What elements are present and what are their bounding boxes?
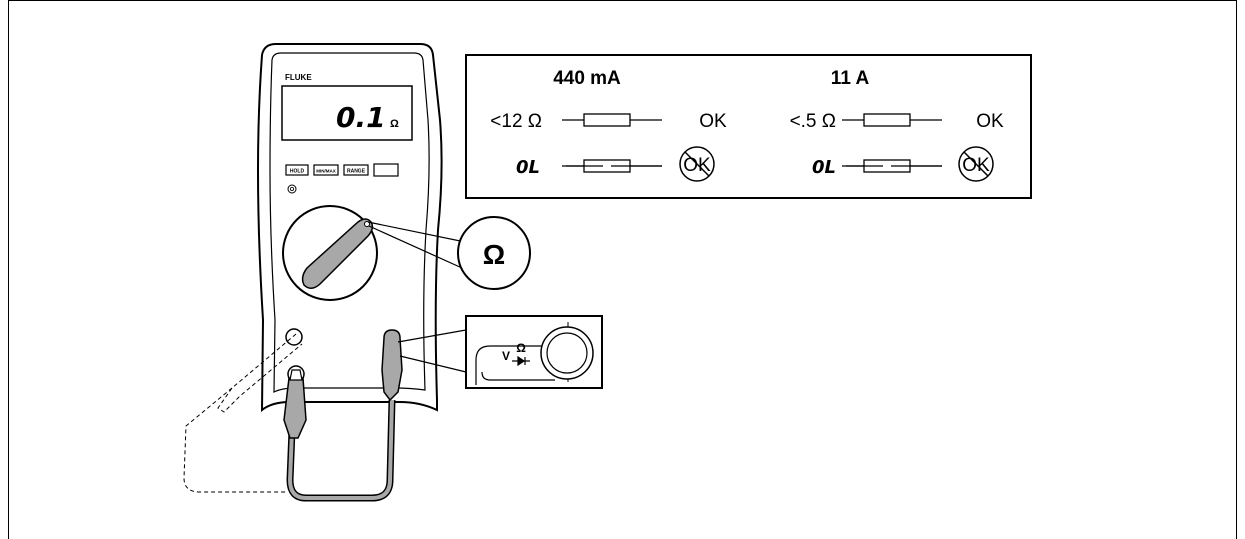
col1-ok-label: OK xyxy=(699,111,727,132)
col2-bad-condition: 0L xyxy=(812,157,836,178)
col2-fuse-blown-icon xyxy=(842,159,942,173)
backlight-icon xyxy=(287,184,297,194)
col2-ok-label: OK xyxy=(976,111,1004,132)
left-probe[interactable] xyxy=(283,369,307,439)
right-probe[interactable] xyxy=(381,329,403,402)
col1-ok-condition: <12 Ω xyxy=(490,111,542,132)
figure-frame xyxy=(8,0,1237,539)
meter-inner-case xyxy=(269,52,430,393)
col1-fuse-good-icon xyxy=(562,113,662,127)
diode-icon xyxy=(512,355,530,367)
col2-fuse-good-icon xyxy=(842,113,942,127)
meter-display xyxy=(281,85,413,141)
jack-label-v: V xyxy=(502,349,510,363)
meter-brand: FLUKE xyxy=(285,73,312,82)
fuse-table: 440 mA <12 Ω OK 0L OK 11 A <.5 Ω OK 0L xyxy=(465,54,1032,199)
col1-fuse-blown-icon xyxy=(562,159,662,173)
col1-bad-condition: 0L xyxy=(516,157,540,178)
dial-knob xyxy=(301,218,374,289)
rotary-dial[interactable] xyxy=(282,205,378,301)
v-ohm-jack-detail xyxy=(540,326,594,380)
jack-a[interactable] xyxy=(285,328,303,346)
col1-title: 440 mA xyxy=(553,68,621,89)
range-button-label: RANGE xyxy=(347,169,366,175)
dial-pointer xyxy=(364,221,370,227)
ohm-callout-circle xyxy=(457,216,531,290)
alternate-probe-dashed xyxy=(183,333,303,493)
col2-title: 11 A xyxy=(831,68,870,89)
hold-button[interactable] xyxy=(285,164,309,176)
multimeter: FLUKE 0.1 Ω HOLD MIN/MAX RANGE Ω xyxy=(183,43,603,502)
minmax-button-label: MIN/MAX xyxy=(316,169,336,174)
minmax-button[interactable] xyxy=(313,164,339,176)
col1-not-ok-icon: OK xyxy=(679,146,715,182)
meter-display-unit: Ω xyxy=(390,118,399,130)
fuse-table-box xyxy=(465,54,1032,199)
backlight-button[interactable] xyxy=(373,163,399,177)
col2-not-ok-icon: OK xyxy=(958,146,994,182)
meter-buttons: HOLD MIN/MAX RANGE xyxy=(285,163,399,177)
hold-button-label: HOLD xyxy=(290,169,305,175)
jack-label-ohm: Ω xyxy=(516,341,526,355)
range-button[interactable] xyxy=(343,164,369,176)
col2-ok-condition: <.5 Ω xyxy=(790,111,836,132)
meter-display-value: 0.1 xyxy=(336,101,386,134)
ohm-callout-symbol: Ω xyxy=(483,239,505,270)
